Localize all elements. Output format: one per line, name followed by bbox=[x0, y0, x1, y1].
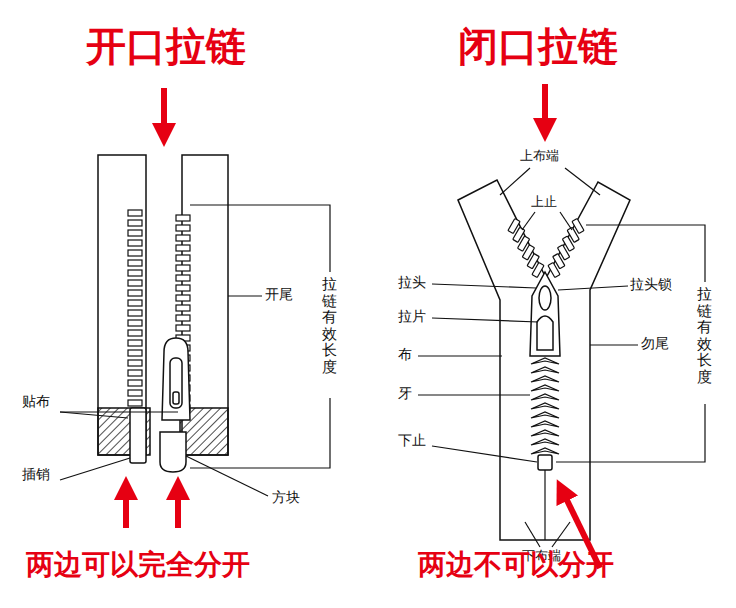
teeth bbox=[508, 218, 584, 454]
part-label: 插销 bbox=[22, 466, 50, 483]
leaders bbox=[60, 205, 330, 496]
part-label: 贴布 bbox=[22, 393, 50, 410]
heading: 开口拉链 bbox=[86, 22, 246, 70]
part-label: 拉头锁 bbox=[630, 276, 672, 293]
red-arrows bbox=[126, 84, 600, 568]
leaders bbox=[418, 168, 705, 547]
teeth bbox=[128, 210, 190, 411]
open-zipper-parts bbox=[130, 338, 190, 472]
part-label: 方块 bbox=[272, 489, 300, 506]
closed-zipper-parts bbox=[530, 272, 560, 470]
part-label: 拉片 bbox=[398, 308, 426, 325]
part-label: 下止 bbox=[398, 432, 426, 449]
part-label: 牙 bbox=[398, 385, 412, 402]
dimension-label: 拉链有效长度 bbox=[322, 276, 337, 375]
part-label: 上止 bbox=[531, 194, 557, 210]
part-label: 布 bbox=[398, 346, 412, 363]
note: 两边不可以分开 bbox=[418, 548, 614, 582]
part-label: 开尾 bbox=[265, 286, 293, 303]
note: 两边可以完全分开 bbox=[26, 548, 250, 582]
dimension-label: 拉链有效长度 bbox=[697, 286, 712, 385]
heading: 闭口拉链 bbox=[458, 22, 618, 70]
closed-zipper bbox=[458, 180, 630, 540]
part-label: 勿尾 bbox=[641, 335, 669, 352]
part-label: 上布端 bbox=[520, 148, 559, 164]
part-label: 拉头 bbox=[398, 274, 426, 291]
open-zipper bbox=[98, 155, 228, 455]
